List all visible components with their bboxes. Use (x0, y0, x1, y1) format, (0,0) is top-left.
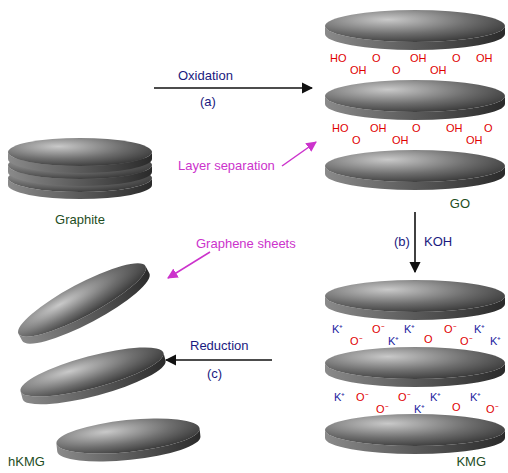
callout-arrow (282, 142, 316, 166)
chemical-group: OH (430, 64, 447, 76)
chemical-group: OH (350, 64, 367, 76)
graphene-disc (325, 414, 505, 454)
graphene-disc (325, 80, 505, 120)
disc-top (325, 280, 505, 312)
chemical-group: K⁺ (470, 389, 481, 404)
stage-label: KMG (456, 454, 486, 469)
material-stack: GO (312, 4, 506, 212)
step-letter: (c) (207, 366, 222, 381)
reagent-label: Oxidation (178, 68, 233, 83)
callout-arrow (168, 252, 210, 278)
reaction-arrow (414, 212, 416, 272)
graphene-disc (325, 10, 505, 50)
chemical-group: O (424, 333, 433, 345)
chemical-group: O (372, 52, 381, 64)
reaction-arrow (154, 87, 312, 89)
chemical-group: OH (466, 134, 483, 146)
material-stack: hKMG (6, 262, 166, 470)
chemical-group: K⁺ (414, 401, 425, 416)
material-stack: KMG (272, 272, 506, 470)
chemical-group: HO (330, 52, 347, 64)
graphene-disc (325, 280, 505, 320)
chemical-group: O⁻ (460, 333, 473, 348)
chemical-group: O⁻ (350, 333, 363, 348)
chemical-group: K⁺ (404, 321, 415, 336)
chemical-group: O⁻ (398, 389, 411, 404)
chemical-group: O (484, 122, 493, 134)
callout-text: Graphene sheets (196, 236, 296, 251)
chemical-group: O (452, 52, 461, 64)
graphene-disc (8, 138, 152, 173)
chemical-group: O (352, 134, 361, 146)
disc-top (325, 347, 505, 379)
graphene-disc (55, 413, 202, 468)
reagent-label: KOH (424, 234, 452, 249)
disc-top (8, 138, 152, 166)
disc-top (325, 10, 505, 42)
disc-top (55, 413, 202, 460)
chemical-group: K⁺ (430, 389, 441, 404)
graphene-disc (325, 347, 505, 387)
disc-top (11, 252, 153, 348)
stage-label: hKMG (8, 454, 45, 469)
reaction-arrow (166, 359, 272, 361)
chemical-group: OH (446, 122, 463, 134)
chemical-group: O (452, 401, 461, 413)
graphene-disc (325, 150, 505, 190)
disc-top (16, 337, 167, 406)
chemical-group: O⁻ (372, 321, 385, 336)
chemical-group: OH (370, 122, 387, 134)
chemical-group: K⁺ (474, 321, 485, 336)
disc-top (325, 150, 505, 182)
chemical-group: O⁻ (486, 401, 499, 416)
chemical-group: O (392, 64, 401, 76)
disc-top (325, 80, 505, 112)
callout-text: Layer separation (178, 158, 275, 173)
reagent-label: Reduction (190, 338, 249, 353)
chemical-group: K⁺ (388, 333, 399, 348)
graphene-disc (16, 337, 169, 414)
chemical-group: OH (476, 52, 493, 64)
chemical-group: HO (332, 122, 349, 134)
step-letter: (a) (200, 94, 216, 109)
chemical-group: K⁺ (490, 333, 501, 348)
chemical-group: O⁻ (444, 321, 457, 336)
chemical-group: O (412, 122, 421, 134)
step-letter: (b) (394, 234, 410, 249)
chemical-group: OH (392, 134, 409, 146)
disc-top (325, 414, 505, 446)
chemical-group: O⁻ (376, 401, 389, 416)
chemical-group: OH (410, 52, 427, 64)
stage-label: GO (450, 196, 470, 211)
chemical-group: K⁺ (332, 321, 343, 336)
graphene-disc (11, 252, 157, 355)
stage-label: Graphite (55, 212, 105, 227)
chemical-group: K⁺ (334, 389, 345, 404)
chemical-group: O⁻ (356, 389, 369, 404)
material-stack: Graphite (6, 70, 154, 228)
